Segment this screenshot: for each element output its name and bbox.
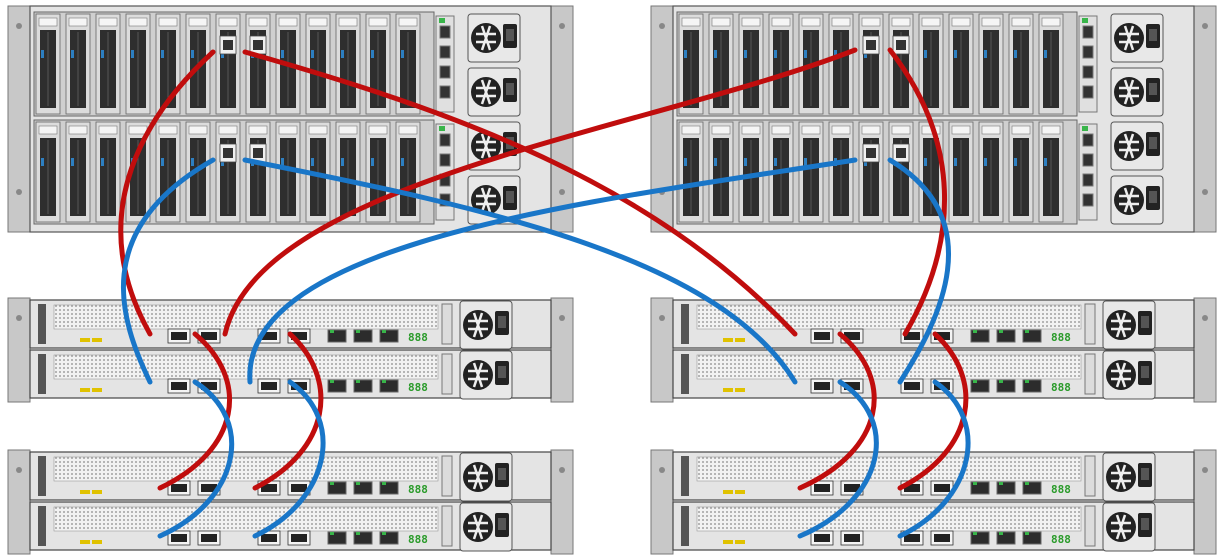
io-slot [1038, 121, 1064, 223]
shelf-stack-left-2: 888 888 [7, 449, 574, 555]
blue-sas-cable [242, 157, 798, 385]
blue-sas-cable [897, 379, 971, 539]
io-slot [738, 121, 764, 223]
power-supply [466, 12, 522, 64]
io-slot [35, 13, 61, 115]
io-module: 888 [29, 349, 552, 401]
red-sas-cable [118, 49, 216, 337]
power-supply [1109, 174, 1165, 226]
power-supply [1109, 12, 1165, 64]
status-display: 888 [1051, 331, 1071, 344]
io-slot [65, 121, 91, 223]
status-display: 888 [408, 331, 428, 344]
io-slot [978, 13, 1004, 115]
io-module: 888 [29, 451, 552, 503]
io-slot [245, 121, 271, 223]
io-slot [35, 121, 61, 223]
io-slot [798, 121, 824, 223]
mgmt-panel [1078, 15, 1098, 113]
io-slot [335, 121, 361, 223]
power-supply [1101, 451, 1157, 503]
controller-module [33, 119, 455, 225]
power-supply [1109, 120, 1165, 172]
power-supply [458, 451, 514, 503]
io-slot [125, 13, 151, 115]
blue-sas-cable [247, 157, 858, 385]
power-supply [458, 299, 514, 351]
io-slot [155, 121, 181, 223]
io-slot [245, 13, 271, 115]
io-slot [215, 13, 241, 115]
io-slot [678, 121, 704, 223]
io-slot [828, 121, 854, 223]
io-slot [1038, 13, 1064, 115]
io-slot [65, 13, 91, 115]
io-slot [1008, 121, 1034, 223]
io-module: 888 [29, 299, 552, 351]
controller-module [33, 11, 455, 117]
io-slot [828, 13, 854, 115]
power-supply [1101, 501, 1157, 553]
io-slot [305, 13, 331, 115]
power-supply [466, 66, 522, 118]
io-slot [948, 13, 974, 115]
power-supply [1109, 66, 1165, 118]
io-slot [768, 13, 794, 115]
red-sas-cable [797, 331, 877, 491]
blue-sas-cable [157, 379, 235, 539]
controller-module [676, 119, 1098, 225]
red-sas-cable [157, 331, 232, 491]
io-slot [858, 121, 884, 223]
status-display: 888 [1051, 381, 1071, 394]
shelf-stack-right-2: 888 888 [650, 449, 1217, 555]
mgmt-panel [435, 15, 455, 113]
io-slot [1008, 13, 1034, 115]
io-slot [948, 121, 974, 223]
red-sas-cable [887, 47, 947, 337]
controller-module [676, 11, 1098, 117]
io-slot [215, 121, 241, 223]
power-supply [1101, 349, 1157, 401]
io-module: 888 [672, 501, 1195, 553]
mgmt-panel [1078, 123, 1098, 221]
io-slot [95, 13, 121, 115]
io-slot [365, 13, 391, 115]
status-display: 888 [408, 381, 428, 394]
controller-left [7, 5, 574, 233]
power-supply [458, 349, 514, 401]
io-slot [978, 121, 1004, 223]
io-module: 888 [672, 451, 1195, 503]
io-slot [395, 121, 421, 223]
shelf-stack-left-1: 888 888 [7, 297, 574, 403]
io-module: 888 [29, 501, 552, 553]
status-display: 888 [408, 533, 428, 546]
blue-sas-cable [252, 379, 326, 539]
status-display: 888 [408, 483, 428, 496]
io-slot [335, 13, 361, 115]
io-slot [95, 121, 121, 223]
power-supply [1101, 299, 1157, 351]
blue-sas-cable [887, 157, 951, 385]
red-sas-cable [242, 49, 798, 337]
io-slot [738, 13, 764, 115]
status-display: 888 [1051, 483, 1071, 496]
io-slot [708, 13, 734, 115]
status-display: 888 [1051, 533, 1071, 546]
red-sas-cable [222, 47, 858, 337]
blue-sas-cable [120, 157, 216, 385]
io-slot [858, 13, 884, 115]
blue-sas-cable [797, 379, 879, 539]
controller-right [650, 5, 1217, 233]
io-module: 888 [672, 349, 1195, 401]
io-slot [708, 121, 734, 223]
power-supply [458, 501, 514, 553]
